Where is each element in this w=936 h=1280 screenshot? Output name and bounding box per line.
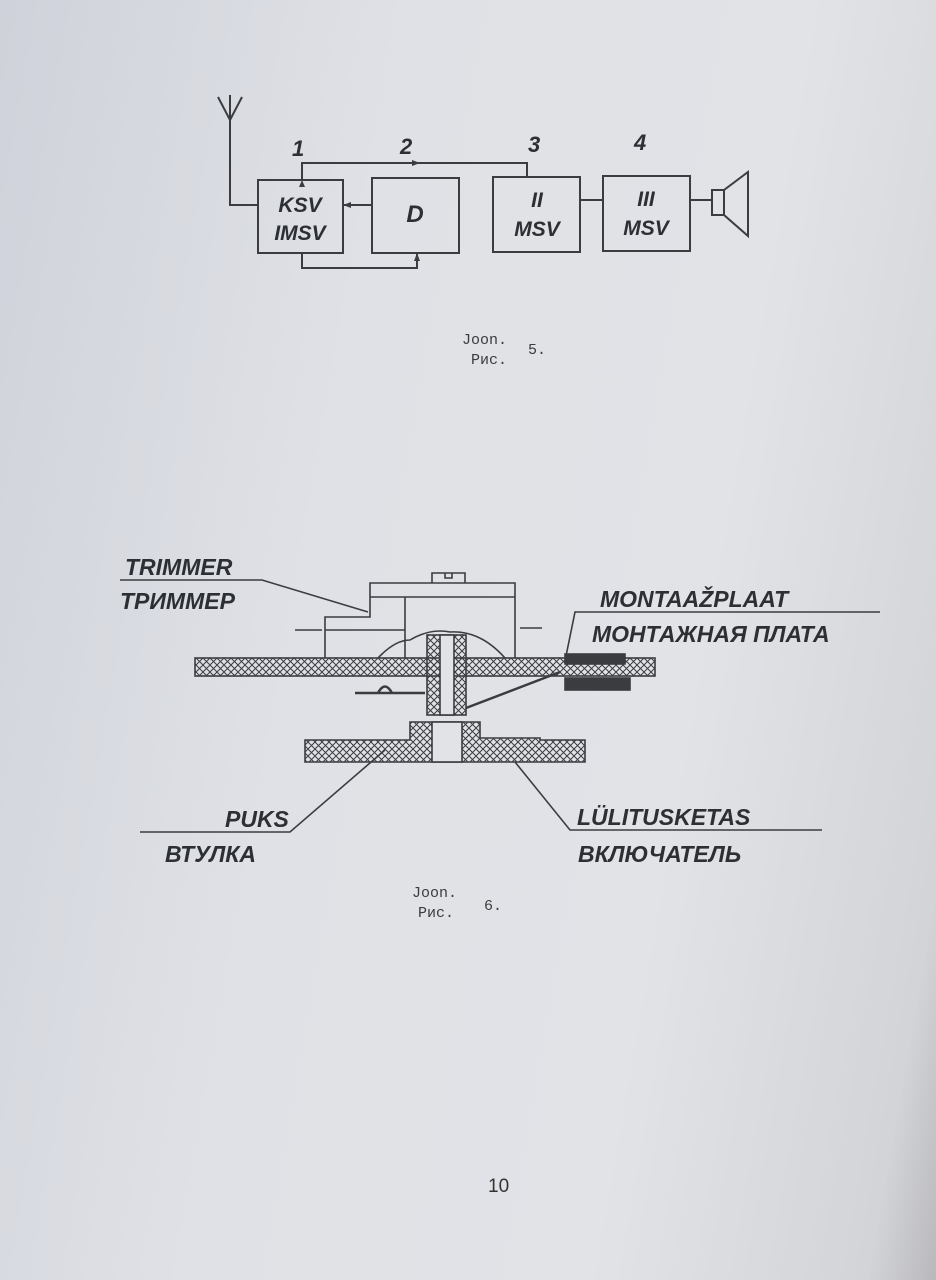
block-ksv-imsv	[257, 179, 344, 254]
antenna-icon	[229, 95, 258, 206]
svg-text:PUKS: PUKS	[225, 806, 290, 832]
block-d	[371, 177, 460, 254]
svg-text:2: 2	[399, 134, 413, 159]
mounting-board	[194, 657, 656, 677]
svg-text:4: 4	[633, 130, 646, 155]
trimmer-body	[324, 582, 516, 658]
svg-text:Рис.: Рис.	[471, 352, 507, 369]
svg-text:LÜLITUSKETAS: LÜLITUSKETAS	[577, 804, 751, 830]
svg-text:ВТУЛКА: ВТУЛКА	[165, 841, 256, 867]
svg-text:ТРИММЕР: ТРИММЕР	[120, 588, 236, 614]
svg-text:Рис.: Рис.	[418, 905, 454, 922]
svg-text:II: II	[531, 189, 544, 212]
block-iii-msv	[602, 175, 691, 252]
svg-text:5.: 5.	[528, 342, 546, 359]
svg-text:3: 3	[528, 132, 540, 157]
svg-text:ВКЛЮЧАТЕЛЬ: ВКЛЮЧАТЕЛЬ	[578, 841, 741, 867]
svg-text:МОНТАЖНАЯ ПЛАТА: МОНТАЖНАЯ ПЛАТА	[592, 621, 830, 647]
speaker-icon	[711, 170, 749, 239]
block-ii-msv	[492, 176, 581, 253]
svg-text:D: D	[406, 201, 423, 228]
svg-text:MSV: MSV	[623, 217, 671, 240]
svg-text:MONTAAŽPLAAT: MONTAAŽPLAAT	[600, 585, 790, 612]
svg-text:1: 1	[292, 136, 304, 161]
svg-text:TRIMMER: TRIMMER	[125, 554, 233, 580]
svg-text:MSV: MSV	[514, 218, 562, 241]
page-number: 10	[488, 1176, 510, 1197]
svg-text:Joon.: Joon.	[462, 332, 507, 349]
svg-text:IMSV: IMSV	[274, 222, 327, 245]
svg-text:III: III	[637, 188, 656, 211]
svg-text:6.: 6.	[484, 898, 502, 915]
svg-text:Joon.: Joon.	[412, 885, 457, 902]
svg-text:KSV: KSV	[278, 194, 323, 217]
